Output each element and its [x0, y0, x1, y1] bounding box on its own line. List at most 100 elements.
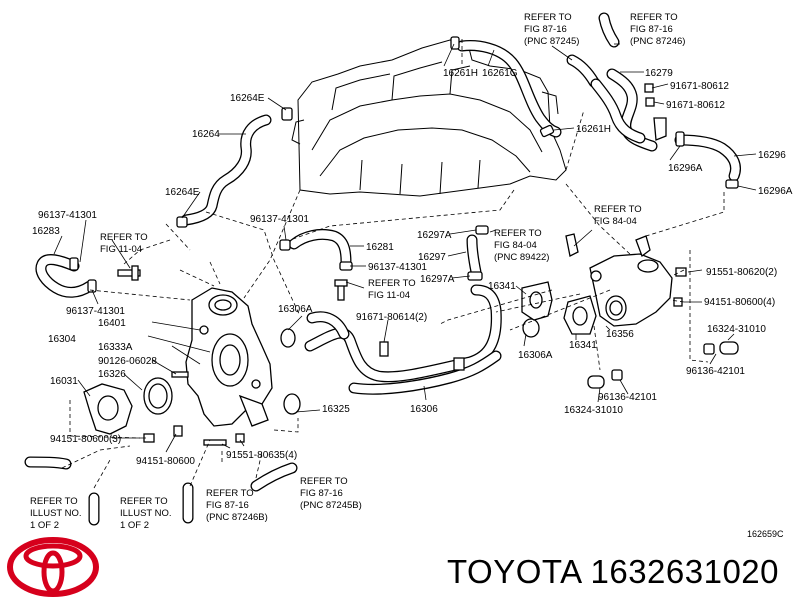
- label-16304: 16304: [48, 334, 76, 345]
- label-90126-06028: 90126-06028: [98, 356, 157, 367]
- label-16279: 16279: [645, 68, 673, 79]
- ref-87245b: REFER TO FIG 87-16 (PNC 87245B): [300, 476, 362, 511]
- hose-16283[interactable]: [35, 254, 96, 298]
- part-number: 1632631020: [590, 553, 780, 590]
- gasket-16341-housing[interactable]: [563, 295, 597, 335]
- logo-vertical-ellipse: [41, 550, 65, 594]
- brand-name: TOYOTA: [447, 553, 581, 590]
- dashed-reference-lines: [61, 36, 725, 489]
- part-labels: 16261H 16261G 16261H 16279 91671-80612 9…: [32, 68, 793, 467]
- cap-16324-31010-lower[interactable]: [587, 369, 623, 389]
- intake-manifold-outline: [291, 39, 567, 197]
- gasket-16325[interactable]: [283, 393, 301, 415]
- label-16401: 16401: [98, 318, 126, 329]
- label-16296a-b: 16296A: [758, 186, 793, 197]
- ref-84-04-b: REFER TO FIG 84-04: [594, 204, 644, 227]
- label-16324-31010-a: 16324-31010: [707, 324, 766, 335]
- ref-illust-2: REFER TO ILLUST NO. 1 OF 2: [120, 496, 174, 531]
- hose-16296[interactable]: [674, 134, 741, 182]
- hose-clamp-16297a[interactable]: [467, 225, 489, 281]
- label-96137-41301-b: 96137-41301: [250, 214, 309, 225]
- hose-16261g[interactable]: [456, 40, 562, 138]
- stud-90126-06028[interactable]: [171, 371, 189, 378]
- ref-11-04-b: REFER TO FIG 11-04: [368, 278, 418, 301]
- water-bypass-pipe-16306[interactable]: [304, 284, 502, 395]
- label-91671-80614: 91671-80614(2): [356, 312, 427, 323]
- logo-horizontal-ellipse: [23, 543, 83, 569]
- bolt-left[interactable]: [117, 265, 141, 281]
- water-outlet-housing-16356[interactable]: [589, 235, 673, 327]
- label-91671-80612-a: 91671-80612: [670, 81, 729, 92]
- ref-84-04-a: REFER TO FIG 84-04 (PNC 89422): [494, 228, 549, 263]
- label-16297: 16297: [418, 252, 446, 263]
- gasket-16341-plate[interactable]: [521, 281, 553, 321]
- label-91551-80635: 91551-80635(4): [226, 450, 297, 461]
- label-96137-41301-a: 96137-41301: [38, 210, 97, 221]
- label-16264e-b: 16264E: [165, 187, 200, 198]
- bypass-pipe-16279[interactable]: [590, 68, 667, 152]
- logo-outer-ring: [7, 537, 99, 597]
- label-16306a-b: 16306A: [518, 350, 553, 361]
- label-16296a-a: 16296A: [668, 163, 703, 174]
- label-96136-42101-b: 96136-42101: [598, 392, 657, 403]
- label-16341-b: 16341: [569, 340, 597, 351]
- water-inlet-16326[interactable]: [83, 383, 133, 435]
- clip-91671-80612[interactable]: [644, 83, 655, 107]
- label-16325: 16325: [322, 404, 350, 415]
- label-16324-31010-b: 16324-31010: [564, 405, 623, 416]
- label-96137-41301-c: 96137-41301: [66, 306, 125, 317]
- bolt-mid[interactable]: [334, 279, 348, 301]
- stud-91551-80635[interactable]: [203, 439, 227, 446]
- ref-11-04-a: REFER TO FIG 11-04: [100, 232, 150, 255]
- label-16297a-b: 16297A: [420, 274, 455, 285]
- hose-clamp-16261h-b[interactable]: [539, 124, 555, 138]
- label-16261g: 16261G: [482, 68, 518, 79]
- sensor-16297[interactable]: [565, 233, 579, 257]
- hose-end-87245b[interactable]: [250, 462, 298, 492]
- label-16264: 16264: [192, 129, 220, 140]
- brand-part-number: TOYOTA 1632631020: [447, 553, 779, 591]
- leader-lines: [53, 43, 757, 453]
- label-16297a-a: 16297A: [417, 230, 452, 241]
- figure-code: 162659C: [747, 529, 784, 539]
- label-16306: 16306: [410, 404, 438, 415]
- label-16281: 16281: [366, 242, 394, 253]
- label-96136-42101-a: 96136-42101: [686, 366, 745, 377]
- ref-illust-1: REFER TO ILLUST NO. 1 OF 2: [30, 496, 84, 531]
- hose-clamp-96137-41301-left[interactable]: [69, 257, 97, 293]
- water-inlet-housing-16031[interactable]: [185, 287, 273, 427]
- label-16261h-b: 16261H: [576, 124, 611, 135]
- label-16356: 16356: [606, 329, 634, 340]
- label-16306a-a: 16306A: [278, 304, 313, 315]
- label-16326: 16326: [98, 369, 126, 380]
- toyota-logo: [7, 537, 99, 597]
- hose-upper-right[interactable]: [566, 12, 620, 88]
- label-91551-80620: 91551-80620(2): [706, 267, 777, 278]
- nut-94151-80600-4[interactable]: [673, 297, 683, 307]
- label-91671-80612-b: 91671-80612: [666, 100, 725, 111]
- hose-16297[interactable]: [466, 234, 482, 278]
- ref-87246-top: REFER TO FIG 87-16 (PNC 87246): [630, 12, 685, 47]
- hose-clamp-16264e[interactable]: [176, 107, 293, 228]
- label-94151-80600: 94151-80600: [136, 456, 195, 467]
- label-16031: 16031: [50, 376, 78, 387]
- hose-clamp-16296a[interactable]: [675, 131, 739, 189]
- hose-16281[interactable]: [288, 228, 352, 268]
- thermostat-gasket-16325-left[interactable]: [143, 377, 173, 415]
- ref-87246b: REFER TO FIG 87-16 (PNC 87246B): [206, 488, 268, 523]
- gasket-16306a[interactable]: [280, 318, 540, 348]
- label-94151-80600-3: 94151-80600(3): [50, 434, 121, 445]
- label-16341-a: 16341: [488, 281, 516, 292]
- ref-87245-top: REFER TO FIG 87-16 (PNC 87245): [524, 12, 579, 47]
- reference-notes: REFER TO FIG 87-16 (PNC 87245) REFER TO …: [30, 12, 685, 531]
- hose-end-left-a[interactable]: [24, 456, 72, 470]
- bolt-94151-80600[interactable]: [143, 425, 245, 443]
- label-94151-80600-4: 94151-80600(4): [704, 297, 775, 308]
- label-96137-41301-d: 96137-41301: [368, 262, 427, 273]
- hose-16264[interactable]: [180, 114, 272, 226]
- bolt-91551-80620[interactable]: [675, 267, 687, 277]
- label-16333a: 16333A: [98, 342, 133, 353]
- label-16283: 16283: [32, 226, 60, 237]
- cap-16324-31010-right[interactable]: [703, 341, 739, 355]
